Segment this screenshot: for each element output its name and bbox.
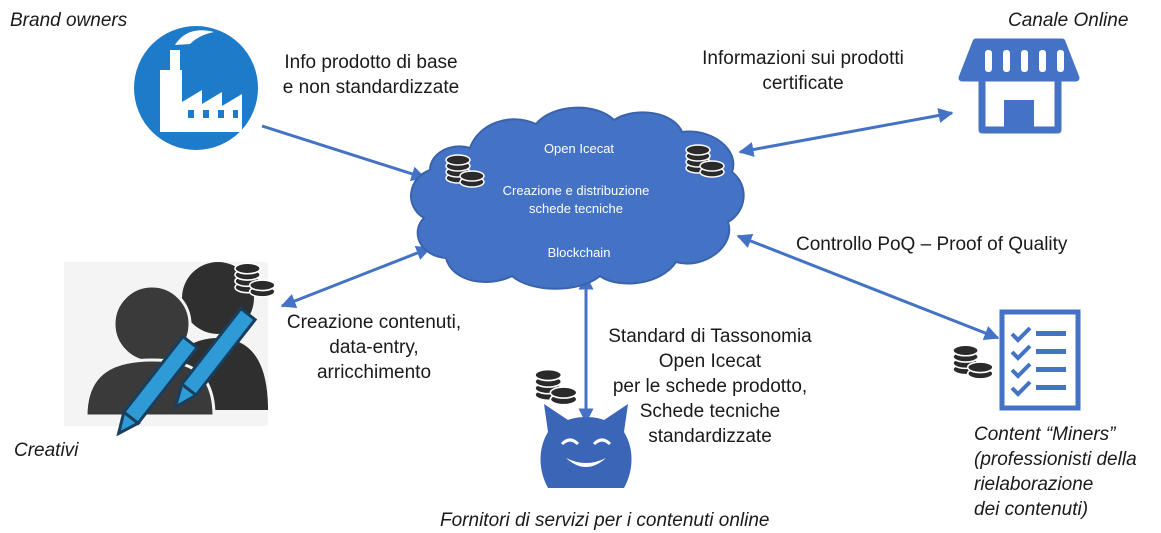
label-brand-flow: Info prodotto di base e non standardizza… <box>268 50 474 100</box>
creativi-flow-line-3: arricchimento <box>316 362 432 383</box>
factory-icon <box>134 26 258 150</box>
fornitori-flow-line-2: Open Icecat <box>658 351 762 372</box>
cloud-line-2: schede tecniche <box>529 201 623 216</box>
miners-line-3: rielaborazione <box>974 474 1094 495</box>
cloud-blockchain: Blockchain <box>547 245 611 260</box>
label-online-flow: Informazioni sui prodotti certificate <box>690 46 916 96</box>
label-content-miners: Content “Miners” (professionisti della r… <box>974 422 1137 522</box>
coins-icon <box>952 344 994 380</box>
cloud-line-1: Creazione e distribuzione <box>502 183 650 198</box>
fornitori-flow-line-4: Schede tecniche <box>639 401 781 422</box>
coins-icon <box>445 154 485 188</box>
storefront-stripes <box>985 50 1064 72</box>
cloud-title: Open Icecat <box>543 141 615 156</box>
miners-line-2: (professionisti della <box>974 449 1137 470</box>
coins-icon <box>234 262 276 298</box>
fornitori-flow-line-5: standardizzate <box>648 426 772 447</box>
brand-flow-line-2: e non standardizzate <box>282 77 460 98</box>
miners-line-1: Content “Miners” <box>974 424 1116 445</box>
miners-line-4: dei contenuti) <box>974 499 1089 520</box>
online-flow-line-2: certificate <box>762 73 844 94</box>
fornitori-flow-line-3: per le schede prodotto, <box>612 376 808 397</box>
cloud-description: Creazione e distribuzione schede tecnich… <box>470 182 682 218</box>
arrow-cloud-miners <box>736 233 1000 341</box>
label-canale-online: Canale Online <box>1008 10 1129 31</box>
creatives-icon <box>64 262 268 437</box>
arrow-brand-to-cloud <box>261 124 427 182</box>
label-fornitori-flow: Standard di Tassonomia Open Icecat per l… <box>598 324 822 449</box>
creativi-flow-line-2: data-entry, <box>329 337 419 358</box>
label-poq: Controllo PoQ – Proof of Quality <box>796 234 1068 255</box>
cat-icon <box>540 404 632 488</box>
checklist-icon <box>999 309 1081 411</box>
brand-flow-line-1: Info prodotto di base <box>284 52 458 73</box>
label-creativi: Creativi <box>14 440 79 461</box>
label-creativi-flow: Creazione contenuti, data-entry, arricch… <box>276 310 472 385</box>
label-fornitori: Fornitori di servizi per i contenuti onl… <box>440 510 770 531</box>
arrow-cloud-creativi <box>280 245 432 309</box>
cloud-shape <box>410 106 745 290</box>
creativi-flow-line-1: Creazione contenuti, <box>286 312 462 333</box>
coins-icon <box>685 144 725 178</box>
label-brand-owners: Brand owners <box>10 10 128 31</box>
fornitori-flow-line-1: Standard di Tassonomia <box>608 326 812 347</box>
online-flow-line-1: Informazioni sui prodotti <box>702 48 904 69</box>
arrow-cloud-online <box>738 108 954 157</box>
coins-icon <box>534 368 578 406</box>
